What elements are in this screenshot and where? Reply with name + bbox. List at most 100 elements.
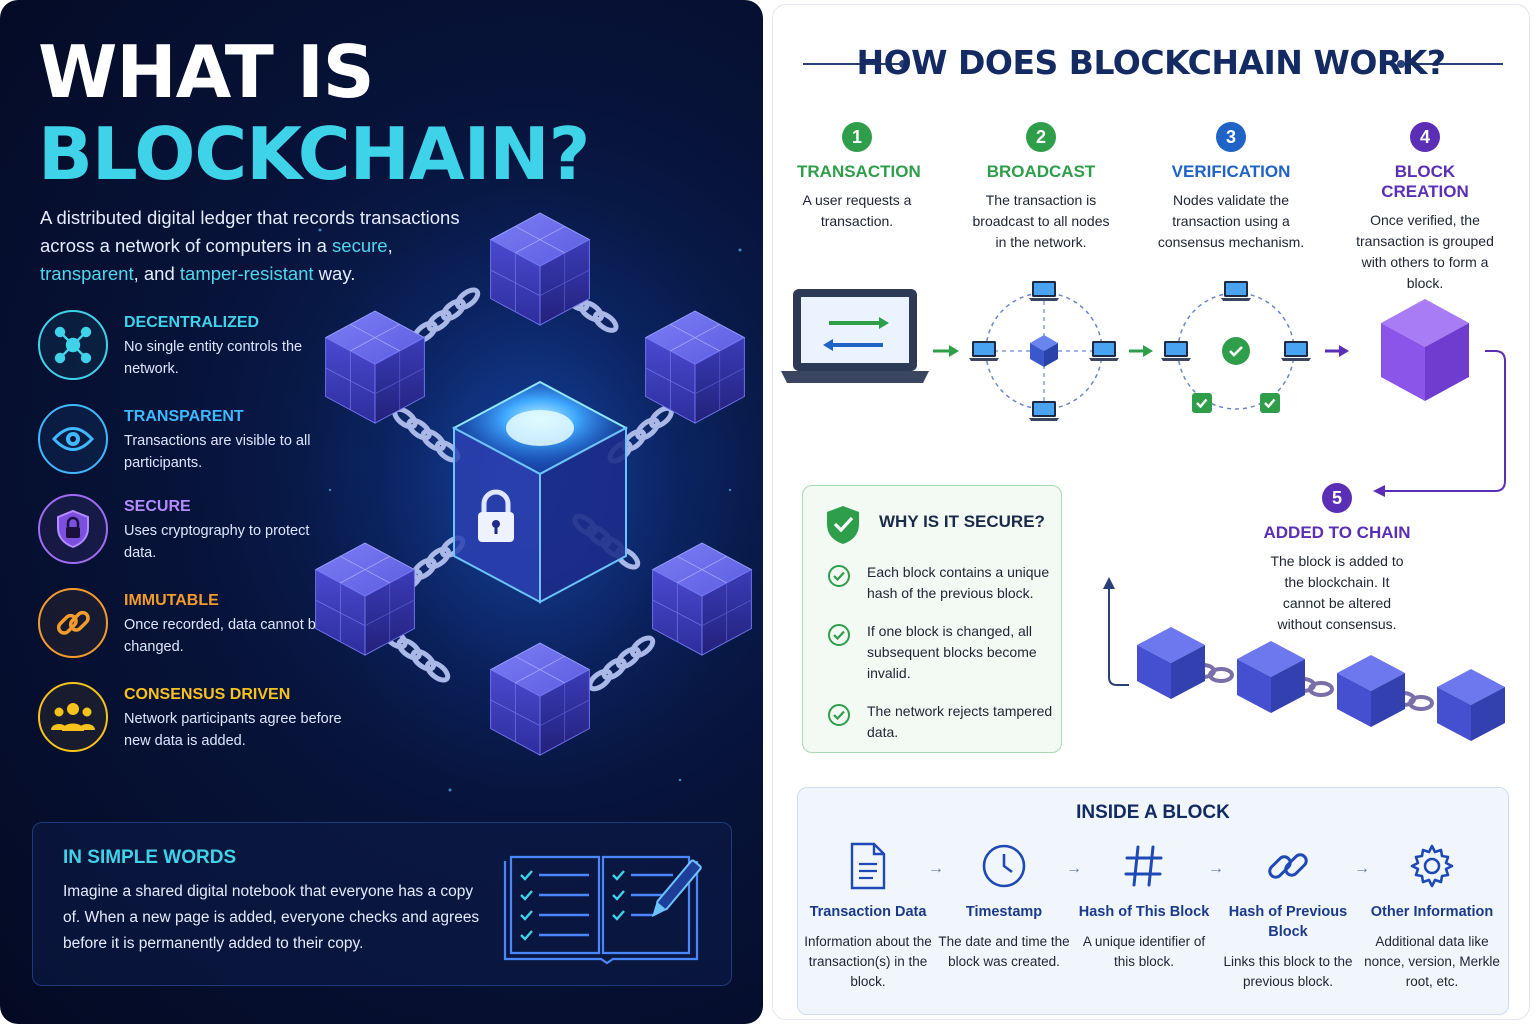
arrow-right-icon: → [928, 860, 944, 877]
feature-secure: SECURE Uses cryptography to protect data… [38, 494, 338, 570]
intro-text: A distributed digital ledger that record… [40, 204, 490, 288]
step-title: BLOCK CREATION [1381, 162, 1469, 201]
intro-transparent: transparent [40, 263, 134, 284]
block-field-title: Other Information [1370, 904, 1494, 920]
block-field-timestamp: Timestamp The date and time the block wa… [934, 838, 1074, 972]
block-field-desc: The date and time the block was created. [938, 934, 1070, 969]
step-desc: A user requests a transaction. [802, 192, 912, 229]
clock-icon [982, 844, 1026, 888]
eye-icon [38, 404, 108, 474]
block-field-hash-previous: Hash of Previous Block Links this block … [1218, 838, 1358, 992]
broadcast-network-icon [969, 281, 1119, 421]
step-number: 4 [1410, 122, 1440, 152]
hash-icon [1124, 845, 1163, 887]
block-field-title: Transaction Data [809, 904, 927, 920]
feature-desc: Uses cryptography to protect data. [124, 523, 310, 561]
secure-item-text: If one block is changed, all subsequent … [867, 623, 1037, 681]
why-secure-title: WHY IS IT SECURE? [879, 512, 1045, 531]
simple-words-body: Imagine a shared digital notebook that e… [63, 883, 480, 952]
people-group-icon [38, 682, 108, 752]
document-icon [850, 842, 886, 890]
step-desc: The block is added to the blockchain. It… [1270, 553, 1404, 632]
intro-and: , and [133, 263, 180, 284]
feature-title: DECENTRALIZED [124, 314, 260, 331]
shield-check-icon [827, 506, 859, 544]
arrow-right-icon [1325, 345, 1349, 357]
intro-comma: , [387, 235, 393, 256]
title-rule-dot-left [899, 60, 907, 68]
network-nodes-icon [38, 310, 108, 380]
step-number: 5 [1322, 483, 1352, 513]
feature-desc: Transactions are visible to all particip… [124, 433, 311, 471]
check-circle-icon [828, 624, 850, 646]
step-desc: Nodes validate the transaction using a c… [1157, 192, 1305, 250]
feature-desc: No single entity controls the network. [124, 339, 303, 377]
block-field-hash-this: Hash of This Block A unique identifier o… [1074, 838, 1214, 972]
arrow-right-icon [1129, 345, 1153, 357]
secure-item-text: Each block contains a unique hash of the… [867, 564, 1050, 601]
intro-secure: secure [332, 235, 388, 256]
step-desc: The transaction is broadcast to all node… [972, 192, 1110, 250]
purple-block-icon [1381, 299, 1469, 401]
simple-words-box: IN SIMPLE WORDS Imagine a shared digital… [32, 822, 732, 986]
feature-title: CONSENSUS DRIVEN [124, 686, 291, 703]
verification-network-icon [1161, 281, 1311, 415]
step-number: 2 [1026, 122, 1056, 152]
block-field-desc: Additional data like nonce, version, Mer… [1364, 934, 1500, 989]
step-title: VERIFICATION [1171, 162, 1291, 181]
feature-desc: Network participants agree before new da… [124, 711, 342, 749]
secure-item-text: The network rejects tampered data. [867, 703, 1053, 740]
feature-immutable: IMMUTABLE Once recorded, data cannot be … [38, 588, 338, 664]
arrow-right-icon: → [1354, 860, 1370, 877]
process-flow-illustration [781, 281, 1506, 741]
feature-title: SECURE [124, 498, 191, 515]
title-line-1: WHAT IS [38, 30, 375, 114]
feature-title: TRANSPARENT [124, 408, 244, 425]
blockchain-illustration [315, 212, 752, 792]
step-added-to-chain: 5 ADDED TO CHAIN The block is added to t… [1263, 483, 1411, 635]
block-field-desc: Information about the transaction(s) in … [804, 934, 932, 989]
check-circle-icon [828, 565, 850, 587]
inside-block-box: INSIDE A BLOCK Transaction Data Informat… [797, 787, 1509, 1015]
block-field-title: Hash of This Block [1078, 904, 1210, 920]
block-field-transaction-data: Transaction Data Information about the t… [798, 838, 938, 992]
notebook-checklist-icon [503, 855, 702, 965]
step-title: TRANSACTION [797, 162, 921, 181]
block-field-desc: A unique identifier of this block. [1082, 934, 1206, 969]
step-number: 1 [842, 122, 872, 152]
arrow-right-icon: → [1208, 860, 1224, 877]
blockchain-row-icon [1137, 627, 1505, 741]
left-panel: WHAT IS BLOCKCHAIN? A distributed digita… [0, 0, 763, 1024]
connector-arrow-down [1385, 350, 1506, 492]
title-rule-right [1403, 63, 1503, 65]
step-number: 3 [1216, 122, 1246, 152]
block-field-other-info: Other Information Additional data like n… [1362, 838, 1502, 992]
block-field-title: Timestamp [965, 904, 1043, 920]
intro-end: way. [313, 263, 356, 284]
intro-part1: A distributed digital ledger that record… [40, 207, 460, 256]
block-field-desc: Links this block to the previous block. [1223, 954, 1353, 989]
inside-block-title: INSIDE A BLOCK [1076, 802, 1230, 823]
right-panel: HOW DOES BLOCKCHAIN WORK? 1 TRANSACTION … [772, 4, 1530, 1020]
title-line-2: BLOCKCHAIN? [38, 112, 590, 196]
link-icon [1268, 853, 1308, 879]
step-transaction: 1 TRANSACTION A user requests a transact… [797, 122, 921, 232]
block-field-title: Hash of Previous Block [1228, 904, 1348, 940]
feature-title: IMMUTABLE [124, 592, 219, 609]
title-rule-left [803, 63, 903, 65]
gear-icon [1410, 844, 1454, 888]
step-desc: Once verified, the transaction is groupe… [1356, 212, 1494, 291]
arrow-right-icon [933, 345, 959, 357]
step-verification: 3 VERIFICATION Nodes validate the transa… [1157, 122, 1305, 253]
center-lock-cube [451, 380, 629, 604]
title-rule-dot-right [1397, 60, 1405, 68]
shield-lock-icon [38, 494, 108, 564]
intro-tamper: tamper-resistant [179, 263, 314, 284]
feature-decentralized: DECENTRALIZED No single entity controls … [38, 310, 338, 386]
laptop-icon [781, 289, 929, 383]
feature-consensus: CONSENSUS DRIVEN Network participants ag… [38, 682, 342, 758]
check-circle-icon [828, 704, 850, 726]
feature-desc: Once recorded, data cannot be changed. [124, 617, 324, 655]
step-title: BROADCAST [986, 162, 1096, 181]
step-title: ADDED TO CHAIN [1263, 523, 1411, 542]
